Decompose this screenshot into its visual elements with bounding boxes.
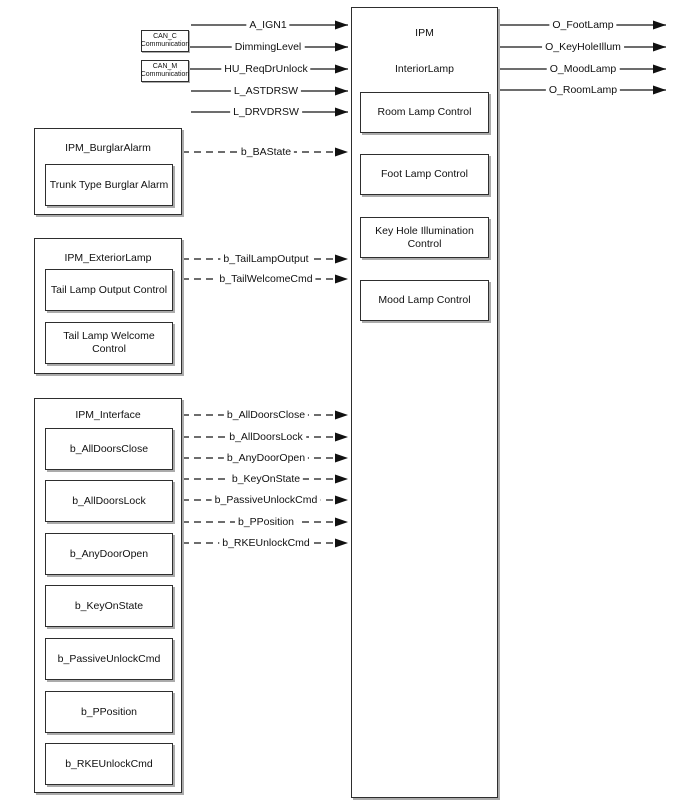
input-label-l-drvdrsw: L_DRVDRSW	[230, 106, 302, 118]
tail-lamp-welcome-control-block: Tail Lamp Welcome Control	[45, 322, 173, 364]
ipm-interface-block: IPM_Interface b_AllDoorsClose b_AllDoors…	[34, 398, 182, 793]
ipm-burglaralarm-title: IPM_BurglarAlarm	[65, 142, 151, 154]
ipm-exteriorlamp-title: IPM_ExteriorLamp	[64, 252, 152, 264]
signal-label-b-taillampoutput: b_TailLampOutput	[220, 253, 312, 265]
output-label-o-keyholeillum: O_KeyHoleIllum	[542, 41, 624, 53]
signal-label-b-keyonstate: b_KeyOnState	[228, 473, 304, 485]
signal-label-b-alldoorslock: b_AllDoorsLock	[226, 431, 306, 443]
trunk-type-burglar-alarm-block: Trunk Type Burglar Alarm	[45, 164, 173, 206]
input-label-dimminglevel: DimmingLevel	[231, 41, 305, 53]
room-lamp-control-block: Room Lamp Control	[360, 92, 489, 133]
foot-lamp-control-block: Foot Lamp Control	[360, 154, 489, 195]
can-c-communication-block: CAN_C Communication	[141, 30, 189, 52]
b-pposition-block: b_PPosition	[45, 691, 173, 733]
b-keyonstate-block: b_KeyOnState	[45, 585, 173, 627]
tail-lamp-output-control-block: Tail Lamp Output Control	[45, 269, 173, 311]
b-alldoorsclose-block: b_AllDoorsClose	[45, 428, 173, 470]
ipm-exteriorlamp-block: IPM_ExteriorLamp Tail Lamp Output Contro…	[34, 238, 182, 374]
can-m-caption: Communication	[140, 71, 190, 78]
input-label-hu-reqdrunlock: HU_ReqDrUnlock	[221, 63, 311, 75]
signal-label-b-alldoorsclose: b_AllDoorsClose	[223, 409, 309, 421]
key-hole-illumination-control-block: Key Hole Illumination Control	[360, 217, 489, 258]
output-label-o-footlamp: O_FootLamp	[549, 19, 617, 31]
signal-label-b-bastate: b_BAState	[237, 146, 295, 158]
mood-lamp-control-block: Mood Lamp Control	[360, 280, 489, 321]
ipm-block: IPM InteriorLamp Room Lamp Control Foot …	[351, 7, 498, 798]
b-rkeunlockcmd-block: b_RKEUnlockCmd	[45, 743, 173, 785]
signal-label-b-pposition: b_PPosition	[234, 516, 298, 528]
signal-label-b-anydooropen: b_AnyDoorOpen	[223, 452, 309, 464]
ipm-interface-title: IPM_Interface	[75, 409, 141, 421]
can-c-caption: Communication	[140, 41, 190, 48]
b-anydooropen-block: b_AnyDoorOpen	[45, 533, 173, 575]
input-label-a-ign1: A_IGN1	[246, 19, 290, 31]
output-label-o-moodlamp: O_MoodLamp	[546, 63, 620, 75]
b-alldoorslock-block: b_AllDoorsLock	[45, 480, 173, 522]
ipm-burglaralarm-block: IPM_BurglarAlarm Trunk Type Burglar Alar…	[34, 128, 182, 215]
b-passiveunlockcmd-block: b_PassiveUnlockCmd	[45, 638, 173, 680]
ipm-title: IPM	[415, 27, 434, 39]
input-label-l-astdrsw: L_ASTDRSW	[230, 85, 302, 97]
signal-label-b-passiveunlockcmd: b_PassiveUnlockCmd	[211, 494, 321, 506]
ipm-subtitle: InteriorLamp	[395, 63, 454, 75]
output-label-o-roomlamp: O_RoomLamp	[545, 84, 621, 96]
signal-label-b-rkeunlockcmd: b_RKEUnlockCmd	[219, 537, 313, 549]
can-m-communication-block: CAN_M Communication	[141, 60, 189, 82]
signal-label-b-tailwelcomecmd: b_TailWelcomeCmd	[216, 273, 316, 285]
can-m-name: CAN_M	[152, 62, 178, 70]
can-c-name: CAN_C	[153, 32, 177, 40]
